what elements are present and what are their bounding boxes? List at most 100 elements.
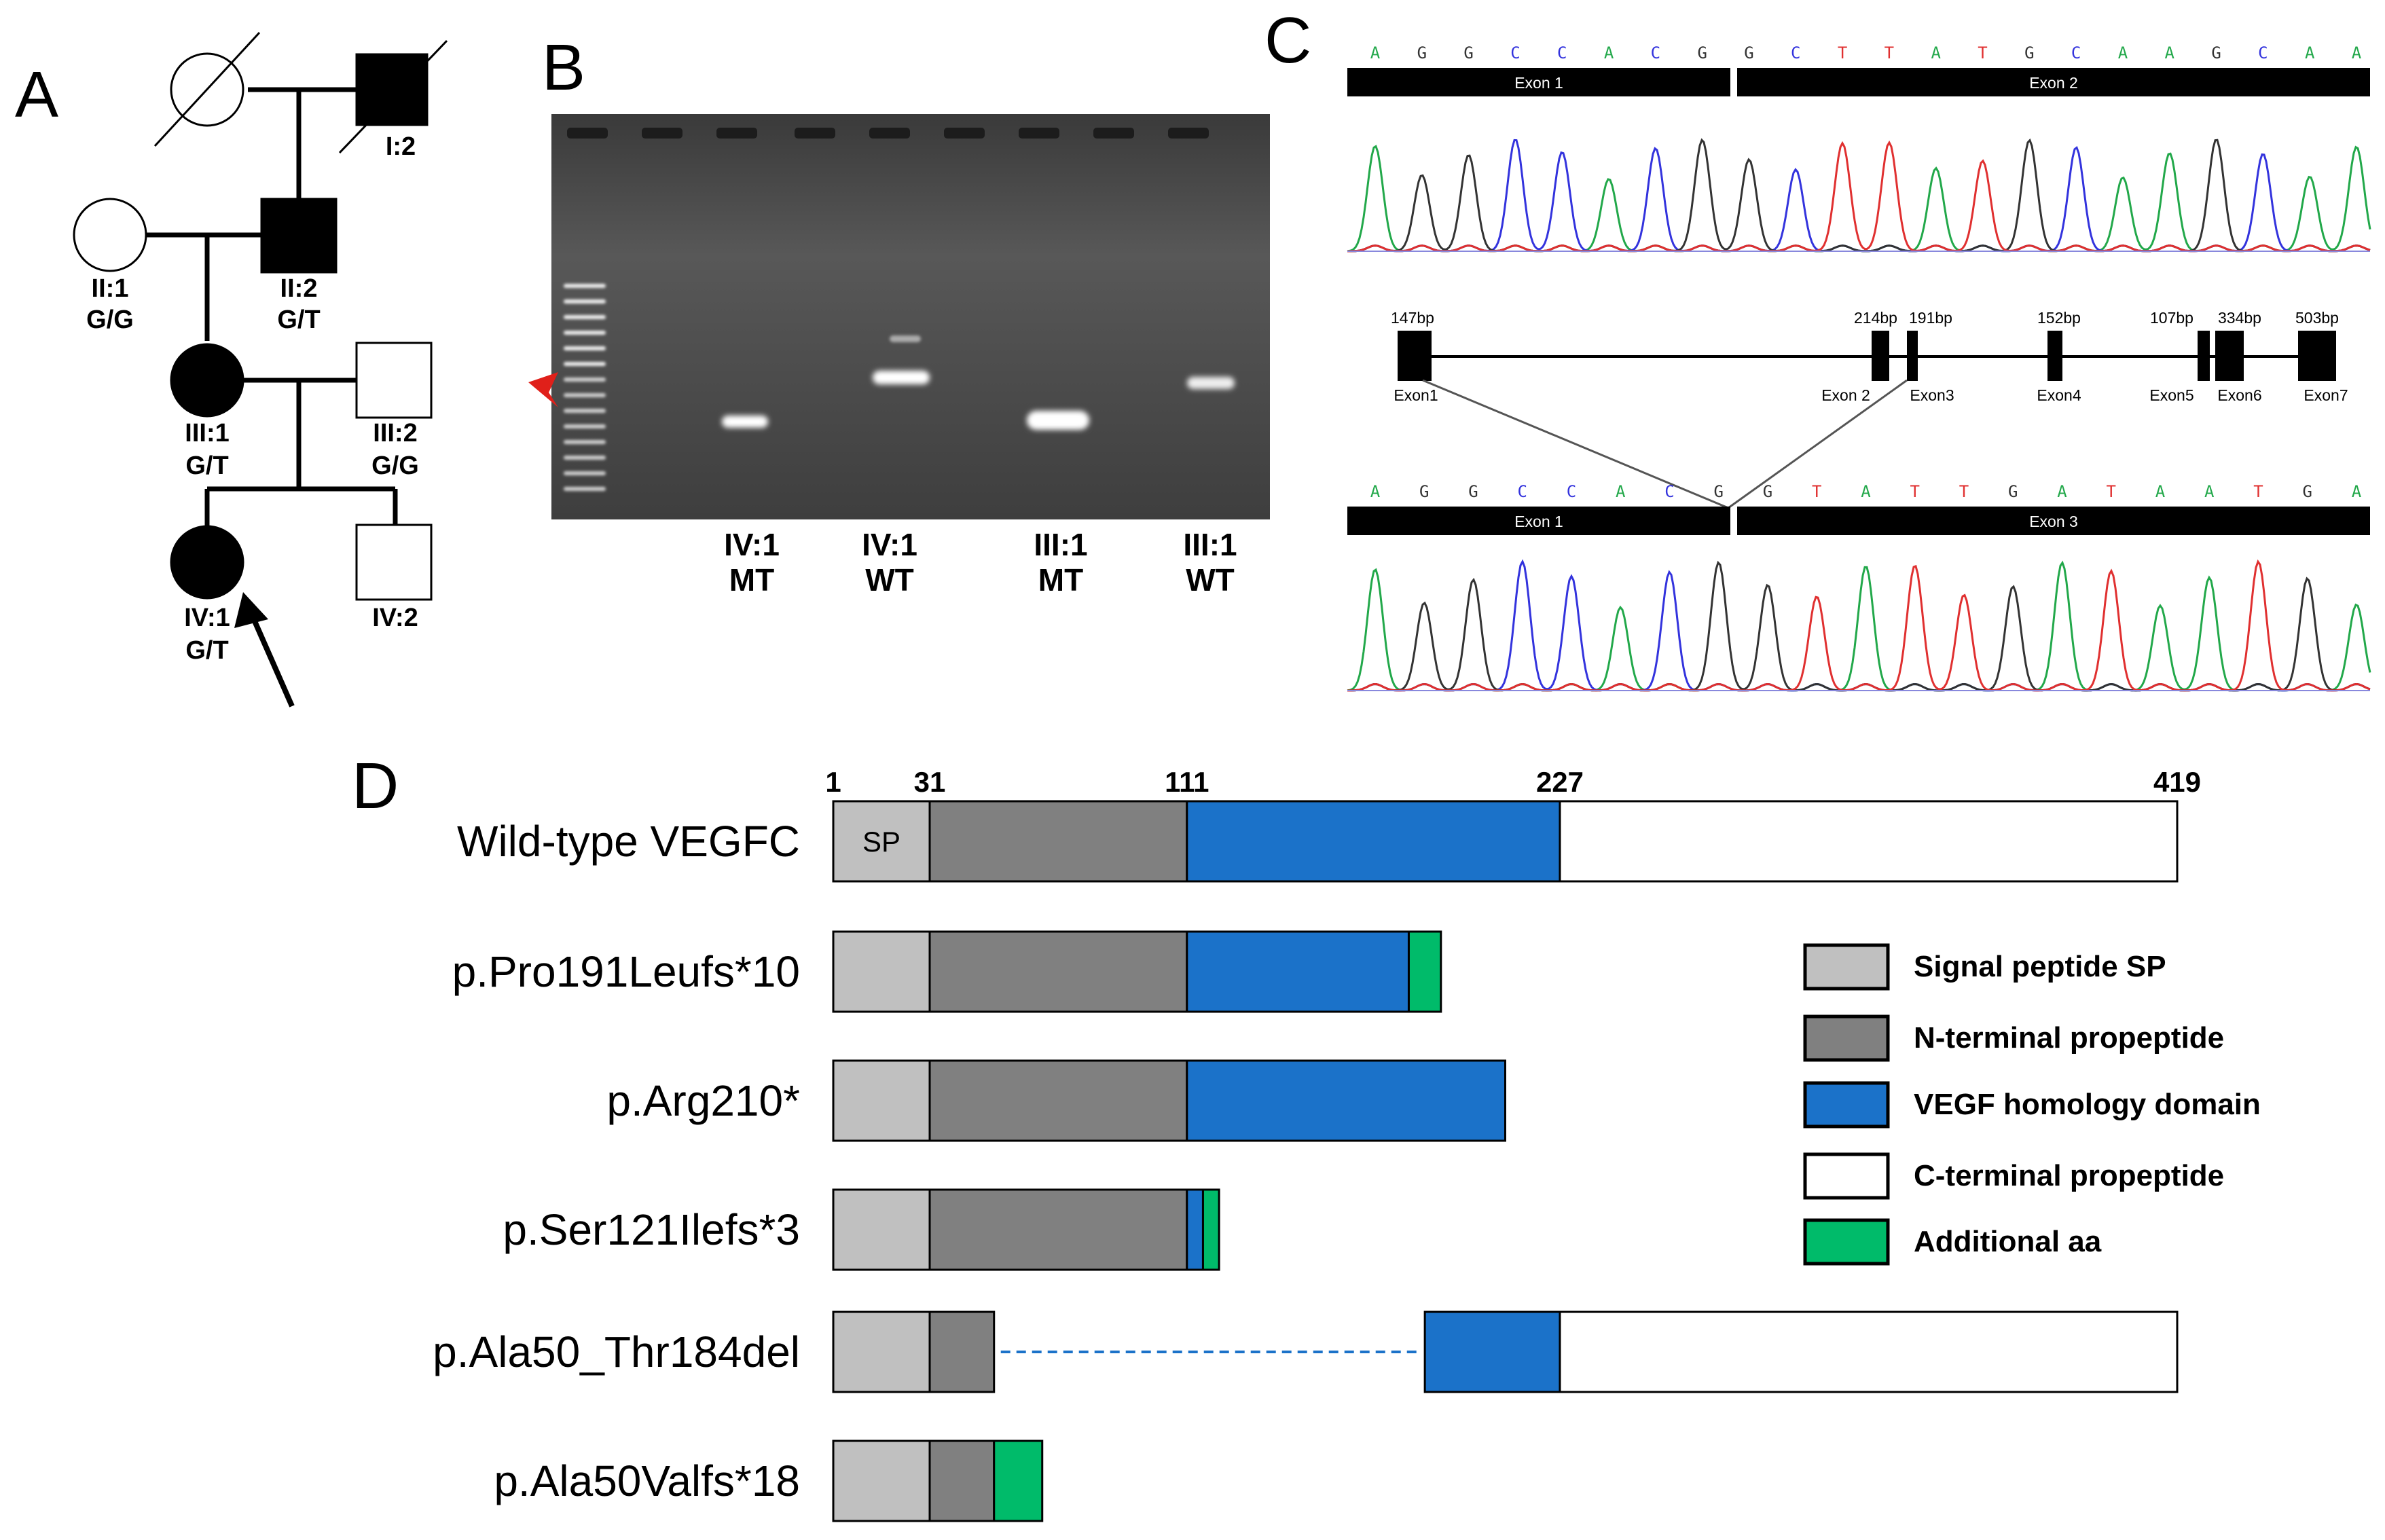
exon-bar-top-right [1737, 68, 2370, 96]
ladder-band [564, 424, 606, 428]
base-call: A [1370, 43, 1381, 62]
segment-add [1407, 930, 1442, 1013]
protein-legend: Signal peptide SPN-terminal propeptideVE… [1803, 943, 2261, 1266]
exon-name-label: Exon6 [2217, 386, 2261, 404]
position-tick-label: 419 [2153, 766, 2201, 798]
trace-T [1347, 559, 2371, 692]
segment-add [993, 1440, 1044, 1522]
panel-a: A I:2 [15, 31, 448, 708]
exon-name-label: Exon4 [2037, 386, 2081, 404]
dna-ladder [564, 284, 606, 491]
gel-image [551, 114, 1270, 519]
band-iii1-mt [1027, 411, 1089, 430]
base-call: C [1557, 43, 1567, 62]
chromatogram-bottom [1347, 559, 2371, 692]
base-call: T [1910, 482, 1920, 501]
exon-bar-top-right-label: Exon 2 [2029, 74, 2078, 92]
lane-label-name: III:1 [1034, 527, 1087, 562]
lane-label-type: WT [865, 562, 914, 598]
ladder-band [564, 378, 606, 382]
segment-sp [832, 1059, 931, 1142]
red-arrowhead-marker [528, 372, 558, 407]
legend-swatch [1803, 1081, 1890, 1129]
track-label: p.Ser121Ilefs*3 [503, 1205, 800, 1254]
base-call: A [2352, 43, 2362, 62]
base-call: G [1417, 43, 1427, 62]
band-iii1-wt [1187, 377, 1235, 389]
label-iv1: IV:1 [184, 604, 230, 632]
trace-C [1347, 139, 2371, 253]
band-iv1-wt-faint [890, 335, 921, 342]
base-call: C [1518, 482, 1527, 501]
base-call: C [1510, 43, 1520, 62]
segment-vhd [1186, 1059, 1506, 1142]
ladder-band [564, 346, 606, 350]
ladder-band [564, 362, 606, 366]
gel-well [869, 128, 910, 139]
segment-add [1201, 1188, 1220, 1271]
legend-label: C-terminal propeptide [1914, 1159, 2224, 1192]
gel-well [944, 128, 985, 139]
panel-label-b: B [542, 31, 585, 104]
base-call: A [1861, 482, 1871, 501]
ladder-band [564, 284, 606, 288]
exon-bar-bottom-right-label: Exon 3 [2029, 513, 2078, 530]
base-call: G [2211, 43, 2221, 62]
base-call: C [2258, 43, 2268, 62]
panel-label-d: D [352, 750, 399, 822]
individual-iii2 [355, 342, 433, 419]
exon-size-label: 152bp [2037, 309, 2081, 327]
legend-label: N-terminal propeptide [1914, 1021, 2224, 1055]
base-call: A [1931, 43, 1941, 62]
exon-bar-bottom-left-label: Exon 1 [1514, 513, 1563, 530]
pedigree-labels: I:2 II:1 G/G II:2 G/T III:1 G/T III:2 G/… [86, 132, 419, 665]
gel-well [642, 128, 682, 139]
segment-sp [832, 800, 931, 883]
base-call: G [1463, 43, 1473, 62]
panel-label-a: A [15, 58, 58, 131]
gene-exon-box [1907, 331, 1918, 381]
segment-vhd [1186, 930, 1410, 1013]
legend-swatch [1803, 943, 1890, 991]
base-call: A [2305, 43, 2315, 62]
exon-size-label: 107bp [2150, 309, 2193, 327]
deceased-slash-i1 [153, 31, 261, 147]
gel-bands [722, 335, 1235, 430]
splice-line-right [1728, 379, 1908, 509]
segment-nt [928, 800, 1188, 883]
lane-label-name: IV:1 [862, 527, 917, 562]
base-call: A [2352, 482, 2362, 501]
base-call: A [2204, 482, 2215, 501]
base-call: C [1567, 482, 1576, 501]
proband-arrow [234, 592, 295, 708]
individual-i2 [355, 53, 429, 126]
gel-well [567, 128, 608, 139]
label-ii2: II:2 [280, 274, 318, 303]
panel-label-c: C [1264, 4, 1311, 77]
lane-label-name: III:1 [1183, 527, 1237, 562]
base-call: A [2155, 482, 2166, 501]
genotype-ii1: G/G [86, 306, 134, 334]
base-call: A [1370, 482, 1381, 501]
exon-bar-top-left-label: Exon 1 [1514, 74, 1563, 92]
track-label: Wild-type VEGFC [457, 817, 800, 866]
segment-nt [928, 930, 1188, 1013]
base-call: G [2024, 43, 2034, 62]
position-tick-label: 31 [914, 766, 946, 798]
position-tick-label: 227 [1536, 766, 1584, 798]
individual-iv1 [170, 525, 244, 600]
base-call: G [2303, 482, 2312, 501]
base-call: C [1664, 482, 1674, 501]
exon-name-label: Exon3 [1910, 386, 1954, 404]
pedigree-lines [146, 87, 398, 526]
ladder-band [564, 471, 606, 475]
exon-size-label: 334bp [2218, 309, 2261, 327]
base-call: G [1697, 43, 1707, 62]
sp-label: SP [862, 826, 900, 858]
